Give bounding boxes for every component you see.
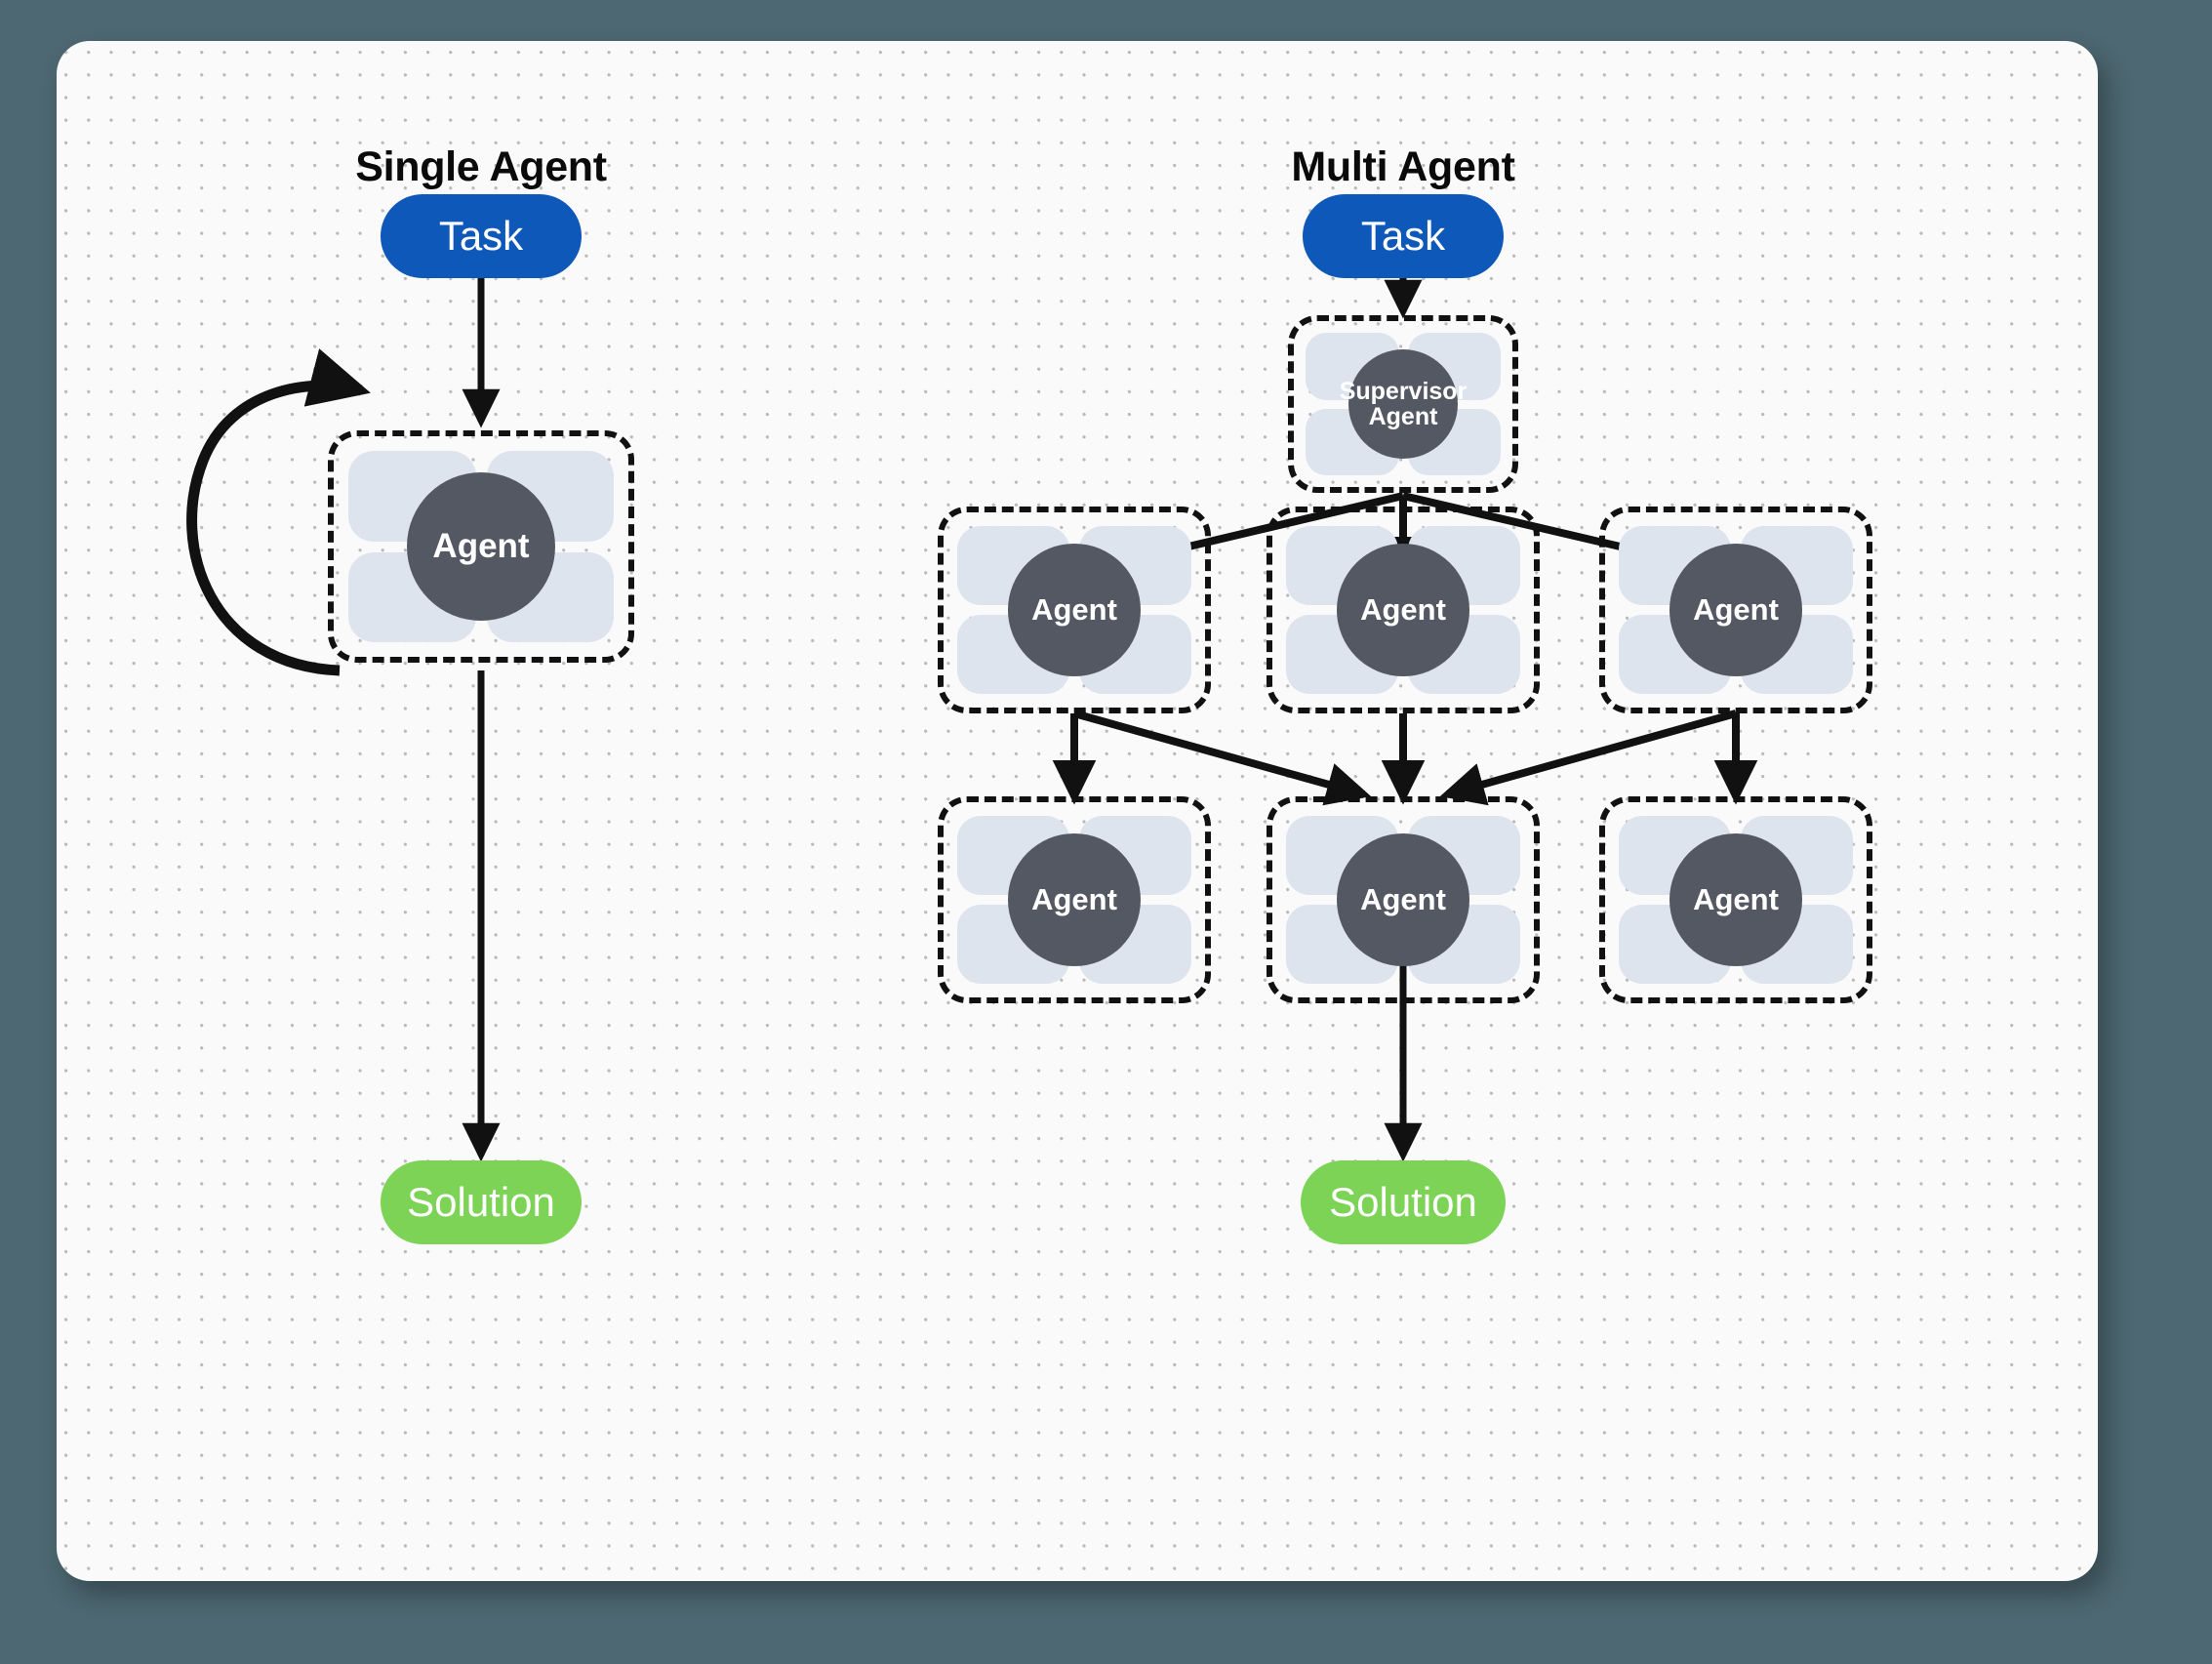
- single-solution-pill[interactable]: Solution: [381, 1160, 582, 1244]
- single-task-label: Task: [438, 213, 524, 259]
- agent-label-bottom-center: Agent: [1360, 881, 1446, 916]
- diagram-card: Single Agent Task Agent Solution Multi A…: [57, 41, 2098, 1581]
- multi-solution-label: Solution: [1329, 1179, 1477, 1225]
- supervisor-agent-node[interactable]: Supervisor Agent: [1288, 315, 1518, 493]
- agent-circle-bottom-left[interactable]: Agent: [1008, 833, 1141, 966]
- supervisor-label-line1: Supervisor: [1339, 377, 1468, 405]
- agent-circle-bottom-right[interactable]: Agent: [1669, 833, 1802, 966]
- panel-title-single-agent: Single Agent: [355, 143, 607, 190]
- single-agent-label: Agent: [432, 527, 530, 566]
- multi-task-pill[interactable]: Task: [1303, 194, 1504, 278]
- multi-agent-node-bottom-left[interactable]: Agent: [938, 796, 1211, 1003]
- agent-circle-mid-center[interactable]: Agent: [1337, 544, 1469, 676]
- multi-solution-pill[interactable]: Solution: [1301, 1160, 1506, 1244]
- multi-task-label: Task: [1360, 213, 1446, 259]
- agent-label-bottom-left: Agent: [1031, 881, 1117, 916]
- agent-circle-mid-left[interactable]: Agent: [1008, 544, 1141, 676]
- single-agent-node[interactable]: Agent: [328, 430, 634, 663]
- single-task-pill[interactable]: Task: [381, 194, 582, 278]
- agent-circle-mid-right[interactable]: Agent: [1669, 544, 1802, 676]
- multi-agent-node-mid-left[interactable]: Agent: [938, 507, 1211, 713]
- supervisor-label-line2: Agent: [1368, 403, 1438, 430]
- multi-agent-node-bottom-center[interactable]: Agent: [1267, 796, 1540, 1003]
- supervisor-agent-circle[interactable]: Supervisor Agent: [1340, 349, 1467, 459]
- agent-label-mid-left: Agent: [1031, 591, 1117, 627]
- edge-mid-right-to-bottom-center: [1439, 710, 1738, 806]
- single-solution-label: Solution: [407, 1179, 555, 1225]
- agent-label-mid-right: Agent: [1693, 591, 1779, 627]
- agent-circle-bottom-center[interactable]: Agent: [1337, 833, 1469, 966]
- edge-mid-left-to-bottom-center: [1072, 710, 1372, 806]
- multi-agent-node-mid-right[interactable]: Agent: [1599, 507, 1872, 713]
- single-agent-circle[interactable]: Agent: [407, 472, 555, 621]
- agent-label-bottom-right: Agent: [1693, 881, 1779, 916]
- multi-agent-node-bottom-right[interactable]: Agent: [1599, 796, 1872, 1003]
- panel-title-multi-agent: Multi Agent: [1291, 143, 1515, 190]
- agent-label-mid-center: Agent: [1360, 591, 1446, 627]
- multi-agent-node-mid-center[interactable]: Agent: [1267, 507, 1540, 713]
